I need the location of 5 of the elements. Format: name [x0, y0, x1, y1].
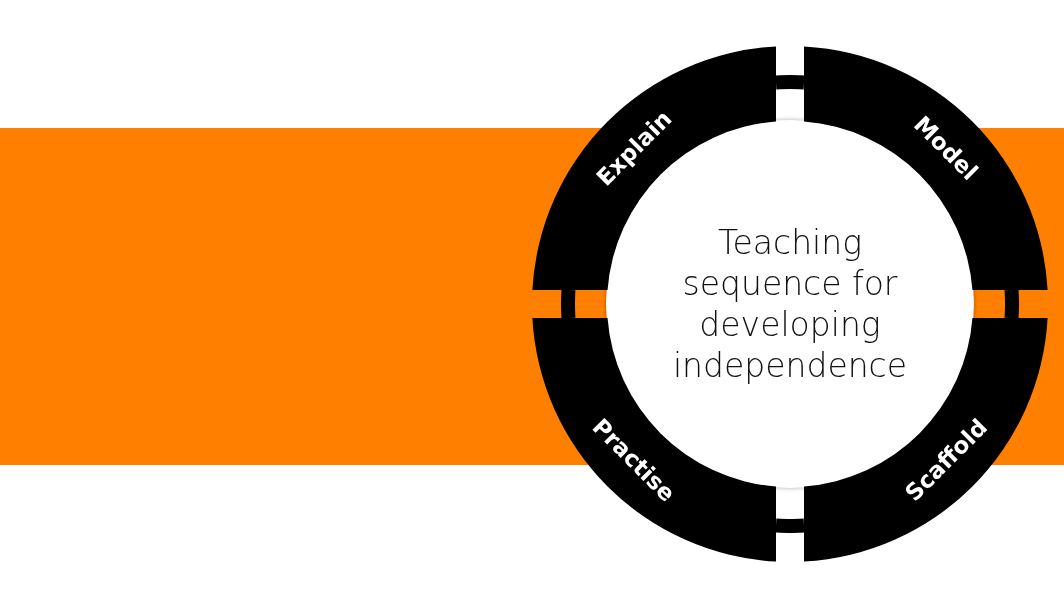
- center-title: Teaching sequence for developing independence: [671, 222, 909, 386]
- connector-arc: [561, 289, 576, 319]
- connector-arc: [775, 75, 805, 90]
- connector-arc: [1004, 289, 1019, 319]
- connector-arc: [775, 518, 805, 533]
